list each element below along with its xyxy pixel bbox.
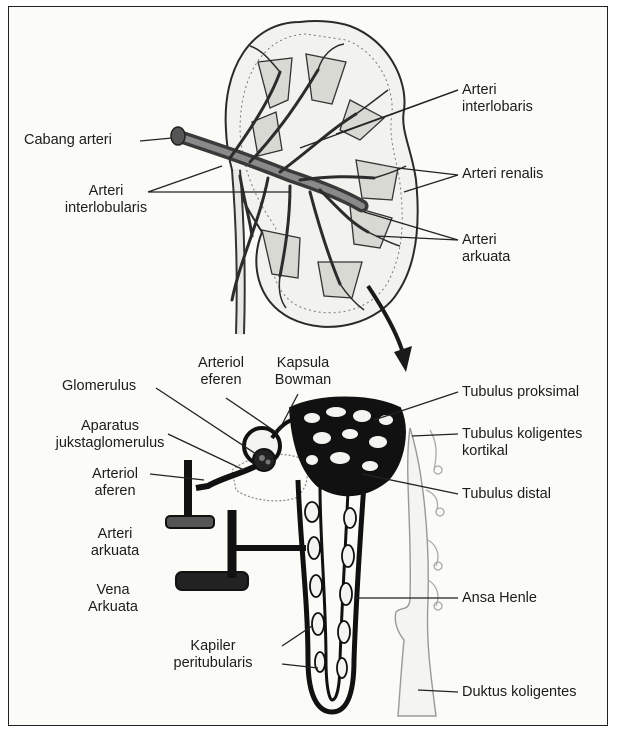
label-aparatus-line1: Aparatus	[40, 418, 180, 435]
label-tubulus-koligentes-line2: kortikal	[462, 443, 582, 460]
label-kapiler-peritubularis: Kapiler peritubularis	[158, 638, 268, 672]
arteri-arkuata-vessel	[166, 516, 214, 528]
label-ansa-henle: Ansa Henle	[462, 590, 537, 607]
label-tubulus-koligentes-line1: Tubulus koligentes	[462, 426, 582, 443]
label-arteriol-aferen: Arteriol aferen	[80, 466, 150, 500]
label-arteri-arkuata-top: Arteri arkuata	[462, 232, 510, 266]
label-arteriol-aferen-line1: Arteriol	[80, 466, 150, 483]
label-kapsula-bowman: Kapsula Bowman	[268, 355, 338, 389]
label-tubulus-proksimal: Tubulus proksimal	[462, 384, 579, 401]
label-vena-arkuata: Vena Arkuata	[78, 582, 148, 616]
label-tubulus-koligentes-kortikal: Tubulus koligentes kortikal	[462, 426, 582, 460]
label-arteriol-eferen-line1: Arteriol	[186, 355, 256, 372]
kidney-illustration	[171, 21, 418, 372]
label-arteri-arkuata-top-line1: Arteri	[462, 232, 510, 249]
arteriol-aferen-vessel	[196, 466, 256, 488]
label-arteri-interlobaris-line1: Arteri	[462, 82, 533, 99]
duktus-koligentes-tube	[395, 428, 436, 716]
label-duktus-koligentes: Duktus koligentes	[462, 684, 576, 701]
label-arteri-interlobaris-line2: interlobaris	[462, 99, 533, 116]
label-kapsula-bowman-line2: Bowman	[268, 372, 338, 389]
label-arteri-interlobularis: Arteri interlobularis	[56, 183, 156, 217]
label-cabang-arteri: Cabang arteri	[24, 132, 112, 149]
label-aparatus-line2: jukstaglomerulus	[40, 435, 180, 452]
label-vena-arkuata-line1: Vena	[78, 582, 148, 599]
label-arteri-arkuata-bottom-line1: Arteri	[80, 526, 150, 543]
label-kapiler-line2: peritubularis	[158, 655, 268, 672]
label-arteri-interlobularis-line1: Arteri	[56, 183, 156, 200]
label-glomerulus: Glomerulus	[62, 378, 136, 395]
label-aparatus-jukstaglomerulus: Aparatus jukstaglomerulus	[40, 418, 180, 452]
label-tubulus-distal: Tubulus distal	[462, 486, 551, 503]
label-kapiler-line1: Kapiler	[158, 638, 268, 655]
label-arteri-interlobularis-line2: interlobularis	[56, 200, 156, 217]
label-arteri-arkuata-bottom: Arteri arkuata	[80, 526, 150, 560]
label-arteri-renalis: Arteri renalis	[462, 166, 543, 183]
label-arteriol-eferen-line2: eferen	[186, 372, 256, 389]
label-kapsula-bowman-line1: Kapsula	[268, 355, 338, 372]
label-vena-arkuata-line2: Arkuata	[78, 599, 148, 616]
label-arteri-arkuata-top-line2: arkuata	[462, 249, 510, 266]
label-arteri-interlobaris: Arteri interlobaris	[462, 82, 533, 116]
label-arteriol-eferen: Arteriol eferen	[186, 355, 256, 389]
label-arteri-arkuata-bottom-line2: arkuata	[80, 543, 150, 560]
vena-arkuata-vessel	[176, 572, 248, 590]
label-arteriol-aferen-line2: aferen	[80, 483, 150, 500]
